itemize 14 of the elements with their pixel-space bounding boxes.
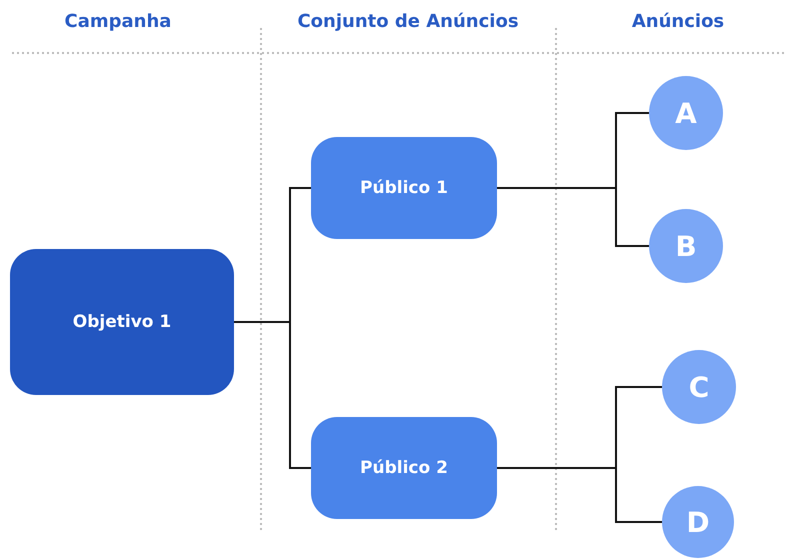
node-label: Público 1 [360, 178, 448, 198]
node-label: C [688, 370, 710, 404]
node-label: Público 2 [360, 458, 448, 478]
node-label: B [675, 230, 697, 262]
node-label: D [686, 506, 710, 538]
node-label: Objetivo 1 [72, 312, 172, 332]
connector-line [497, 187, 649, 247]
process-box [311, 417, 497, 519]
process-box [311, 137, 497, 239]
node-label: A [675, 96, 697, 130]
process-box [10, 249, 234, 395]
column-header: Anúncios [632, 11, 724, 32]
column-header: Campanha [64, 11, 172, 32]
column-header: Conjunto de Anúncios [297, 11, 519, 32]
